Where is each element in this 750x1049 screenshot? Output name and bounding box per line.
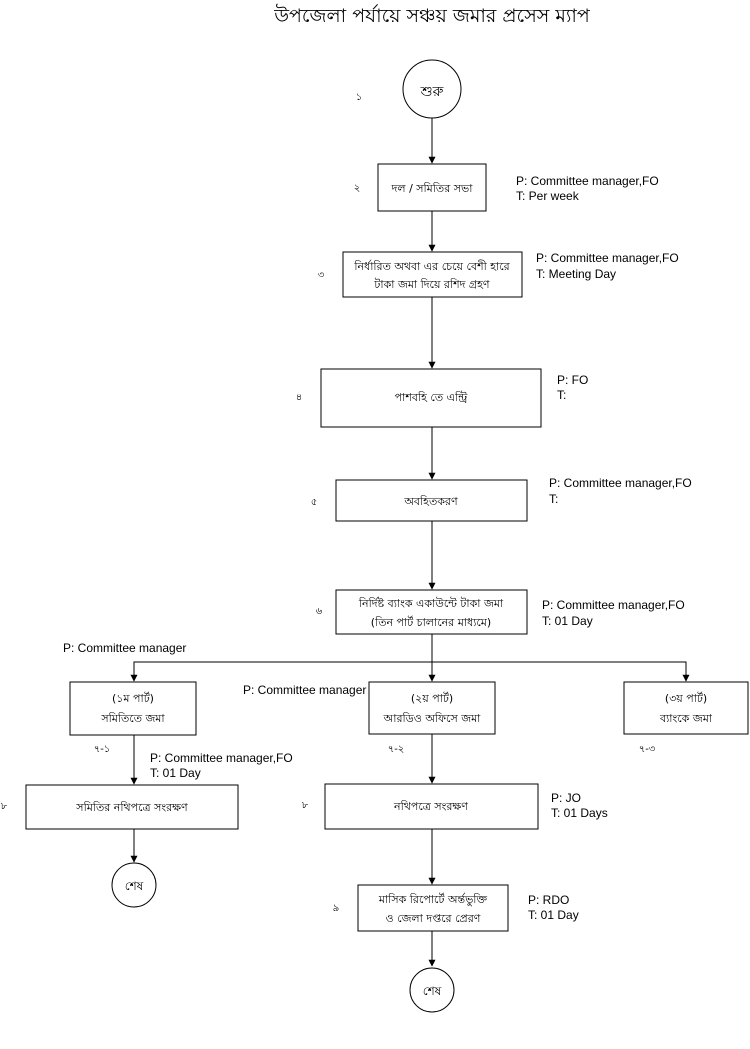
inform-label: অবহিতকরণ <box>403 495 458 508</box>
annotation-file-time: T: 01 Days <box>551 806 608 820</box>
step-number-9: ৯ <box>333 903 340 914</box>
step-number-7-2: ৭-২ <box>388 744 405 755</box>
monthly-report-box <box>357 884 509 932</box>
part1-label-1: (১ম পার্ট) <box>112 692 154 705</box>
step-number-2: ২ <box>354 183 361 194</box>
diagram-title: উপজেলা পর্যায়ে সঞ্চয় জমার প্রসেস ম্যাপ <box>273 4 591 27</box>
passbook-entry-box <box>320 368 542 428</box>
annotation-report-time: T: 01 Day <box>528 908 579 922</box>
file-preserve-box <box>324 783 539 830</box>
inform-box <box>335 479 528 522</box>
monthly-report-label-1: মাসিক রিপোর্টে অর্ন্তভুক্তি <box>378 893 488 906</box>
annotation-society-time: T: 01 Day <box>150 766 201 780</box>
edge-bank-to-part3 <box>432 661 690 682</box>
meeting-box <box>377 163 487 212</box>
start-node <box>402 59 462 119</box>
deposit-receipt-label-1: নির্ধারিত অথবা এর চেয়ে বেশী হারে <box>353 260 510 273</box>
annotation-6-person: P: Committee manager,FO <box>542 598 685 612</box>
part3-box <box>623 681 749 735</box>
bank-deposit-box <box>335 589 528 635</box>
annotation-3-person: P: Committee manager,FO <box>536 251 679 265</box>
society-file-box <box>25 784 239 830</box>
deposit-receipt-box <box>342 251 523 298</box>
end-node-left <box>111 862 157 908</box>
end-node-left-label: শেষ <box>125 879 144 893</box>
monthly-report-label-2: ও জেলা দপ্তরে প্রেরণ <box>386 912 481 925</box>
annotation-2-time: T: Per week <box>516 189 580 203</box>
step-number-3: ৩ <box>318 270 325 281</box>
part1-box <box>69 681 197 736</box>
society-file-label: সমিতির নথিপত্রে সংরক্ষণ <box>75 801 188 814</box>
end-node-right <box>409 967 455 1013</box>
annotation-society-person: P: Committee manager,FO <box>150 751 293 765</box>
annotation-part2-person: P: Committee manager <box>243 683 366 697</box>
edge-bank-to-part1 <box>130 661 432 682</box>
bank-deposit-label-1: নির্দিষ্ট ব্যাংক একাউন্টে টাকা জমা <box>358 597 504 610</box>
annotation-5-person: P: Committee manager,FO <box>549 476 692 490</box>
part2-label-2: আরডিও অফিসে জমা <box>383 712 482 725</box>
step-number-7-3: ৭-৩ <box>639 744 656 755</box>
part2-box <box>368 681 496 735</box>
step-number-7-1: ৭-১ <box>94 744 111 755</box>
bank-deposit-label-2: (তিন পার্ট চালানের মাধ্যমে) <box>371 616 491 629</box>
annotation-report-person: P: RDO <box>528 893 569 907</box>
deposit-receipt-label-2: টাকা জমা দিয়ে রশিদ গ্রহণ <box>373 278 490 291</box>
part3-label-1: (৩য় পার্ট) <box>665 692 707 705</box>
annotation-3-time: T: Meeting Day <box>536 267 616 281</box>
annotation-2-person: P: Committee manager,FO <box>516 174 659 188</box>
annotation-5-time: T: <box>549 492 558 506</box>
step-number-1: ১ <box>356 92 363 103</box>
step-number-8-right: ৮ <box>302 800 309 811</box>
annotation-6-time: T: 01 Day <box>542 614 593 628</box>
file-preserve-label: নথিপত্রে সংরক্ষণ <box>393 800 468 813</box>
start-node-label: শুরু <box>420 84 444 100</box>
passbook-entry-label: পাশবহি তে এন্ট্রি <box>395 391 468 404</box>
annotation-4-time: T: <box>557 388 566 402</box>
step-number-6: ৬ <box>316 606 323 617</box>
part2-label-1: (২য় পার্ট) <box>411 692 453 705</box>
annotation-branch-person: P: Committee manager <box>63 641 186 655</box>
meeting-label: দল / সমিতির সভা <box>391 182 474 195</box>
part1-label-2: সমিতিতে জমা <box>100 712 165 725</box>
step-number-5: ৫ <box>311 497 318 508</box>
step-number-8-left: ৮ <box>1 801 8 812</box>
annotation-file-person: P: JO <box>551 791 581 805</box>
step-number-4: ৪ <box>296 392 303 403</box>
end-node-right-label: শেষ <box>423 984 442 998</box>
part3-label-2: ব্যাংকে জমা <box>659 712 713 725</box>
annotation-4-person: P: FO <box>557 373 588 387</box>
